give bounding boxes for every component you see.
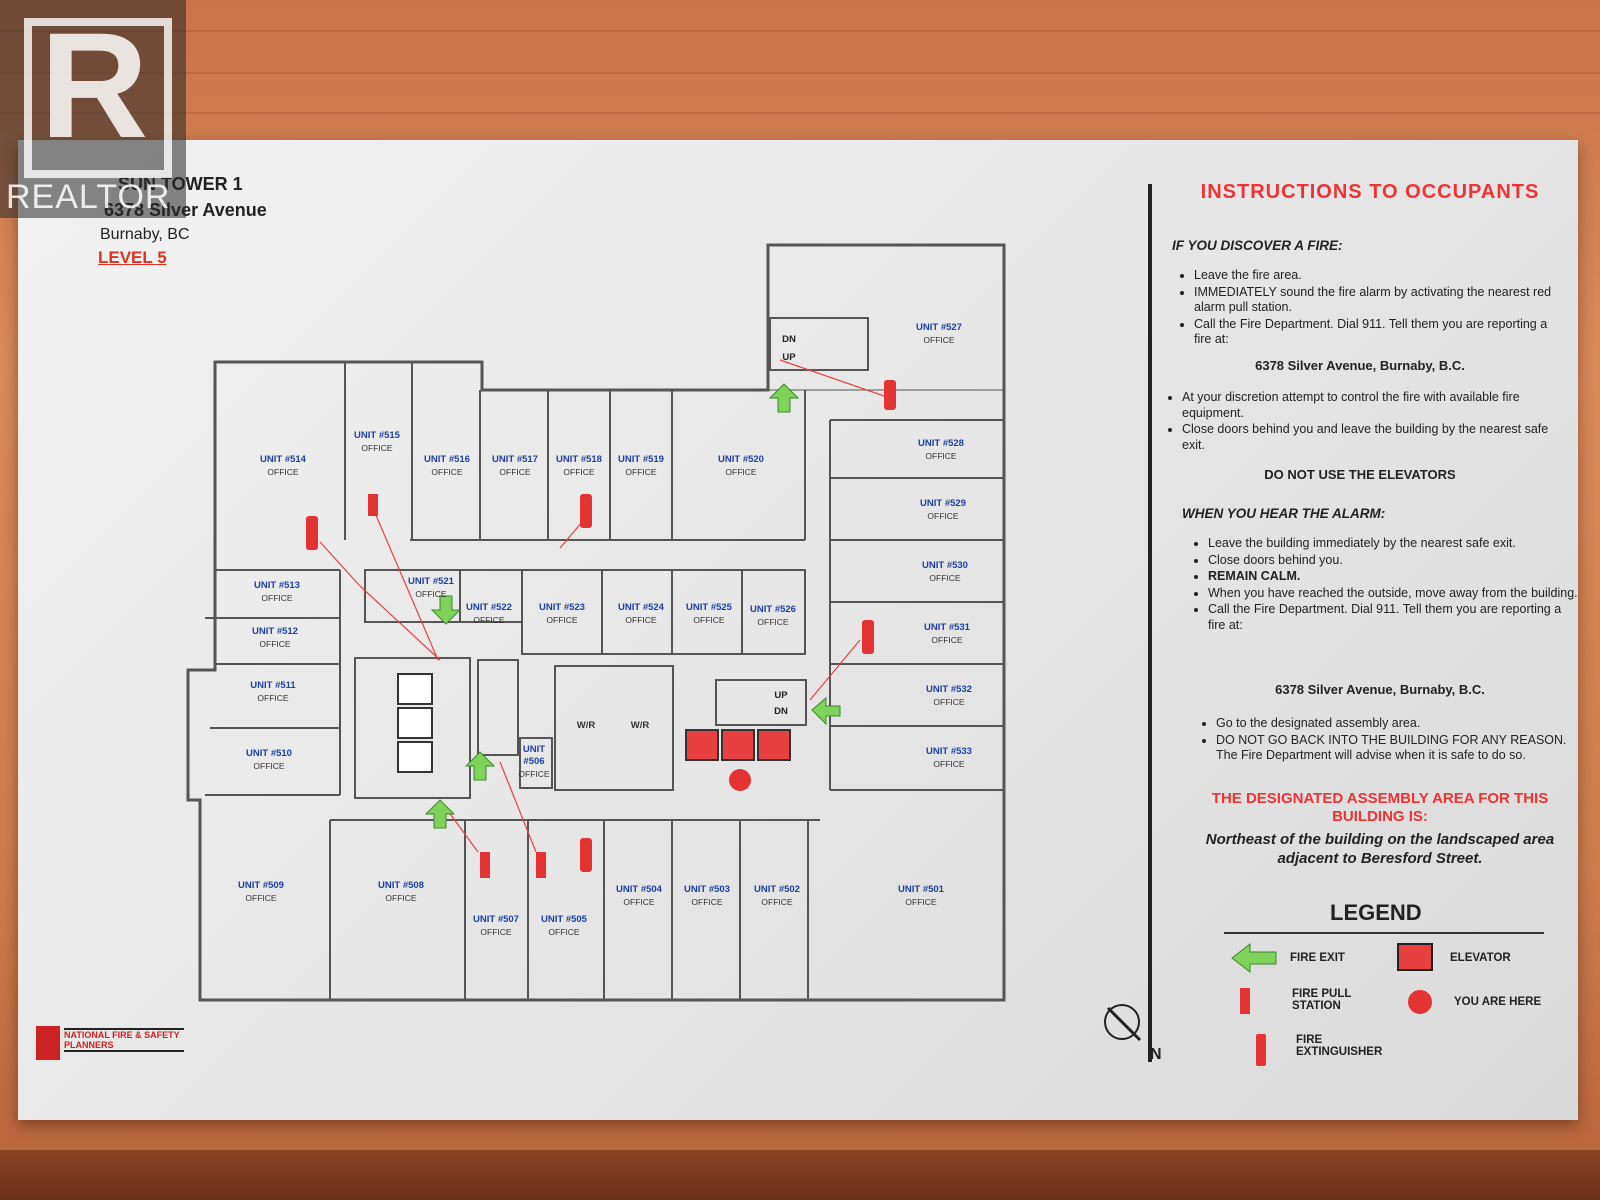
- address-line-2: 6378 Silver Avenue, Burnaby, B.C.: [1275, 682, 1485, 697]
- washroom-1: W/R: [576, 720, 596, 731]
- alarm-item: When you have reached the outside, move …: [1208, 586, 1578, 602]
- floor-level: LEVEL 5: [98, 248, 167, 267]
- fire-item: At your discretion attempt to control th…: [1182, 390, 1552, 421]
- alarm-heading: WHEN YOU HEAR THE ALARM:: [1182, 506, 1386, 521]
- alarm-item: Go to the designated assembly area.: [1216, 716, 1586, 732]
- stair-down-label: DN: [774, 706, 788, 717]
- fire-instructions-2: At your discretion attempt to control th…: [1164, 390, 1552, 454]
- legend-you-are-here: YOU ARE HERE: [1454, 996, 1542, 1008]
- alarm-item: DO NOT GO BACK INTO THE BUILDING FOR ANY…: [1216, 733, 1586, 764]
- no-elevators-warning: DO NOT USE THE ELEVATORS: [1264, 467, 1456, 482]
- legend-extinguisher: FIRE EXTINGUISHER: [1296, 1034, 1383, 1058]
- instructions-title: INSTRUCTIONS TO OCCUPANTS: [1200, 181, 1540, 203]
- legend-title: LEGEND: [1330, 900, 1422, 925]
- alarm-instructions: Leave the building immediately by the ne…: [1190, 536, 1578, 634]
- legend-fire-exit: FIRE EXIT: [1290, 952, 1345, 964]
- fire-instructions: Leave the fire area. IMMEDIATELY sound t…: [1176, 268, 1564, 349]
- assembly-location: Northeast of the building on the landsca…: [1205, 831, 1555, 867]
- alarm-item: Close doors behind you.: [1208, 553, 1578, 569]
- legend-rule: [1224, 932, 1544, 934]
- alarm-item: Leave the building immediately by the ne…: [1208, 536, 1578, 552]
- stair-up-label-2: UP: [782, 352, 796, 363]
- fire-item: Call the Fire Department. Dial 911. Tell…: [1194, 317, 1564, 348]
- alarm-instructions-2: Go to the designated assembly area. DO N…: [1198, 716, 1586, 765]
- alarm-item: Call the Fire Department. Dial 911. Tell…: [1208, 602, 1578, 633]
- fire-item: IMMEDIATELY sound the fire alarm by acti…: [1194, 285, 1564, 316]
- legend-elevator: ELEVATOR: [1450, 952, 1511, 964]
- alarm-item: REMAIN CALM.: [1208, 569, 1578, 585]
- realtor-watermark: R REALTOR: [0, 0, 186, 218]
- assembly-heading: THE DESIGNATED ASSEMBLY AREA FOR THIS BU…: [1211, 790, 1549, 825]
- stair-down-label-2: DN: [782, 334, 796, 345]
- panel-divider: [1148, 184, 1152, 1062]
- stair-up-label: UP: [774, 690, 788, 701]
- wood-frame-bottom: [0, 1150, 1600, 1200]
- compass-north-label: N: [1150, 1046, 1162, 1063]
- washroom-2: W/R: [630, 720, 650, 731]
- legend-pull-station: FIRE PULL STATION: [1292, 988, 1352, 1012]
- address-line-1: 6378 Silver Avenue, Burnaby, B.C.: [1255, 358, 1465, 373]
- evacuation-plan-sign: [18, 140, 1578, 1120]
- building-city: Burnaby, BC: [100, 226, 190, 243]
- fire-heading: IF YOU DISCOVER A FIRE:: [1172, 238, 1343, 253]
- fire-item: Leave the fire area.: [1194, 268, 1564, 284]
- fire-item: Close doors behind you and leave the bui…: [1182, 422, 1552, 453]
